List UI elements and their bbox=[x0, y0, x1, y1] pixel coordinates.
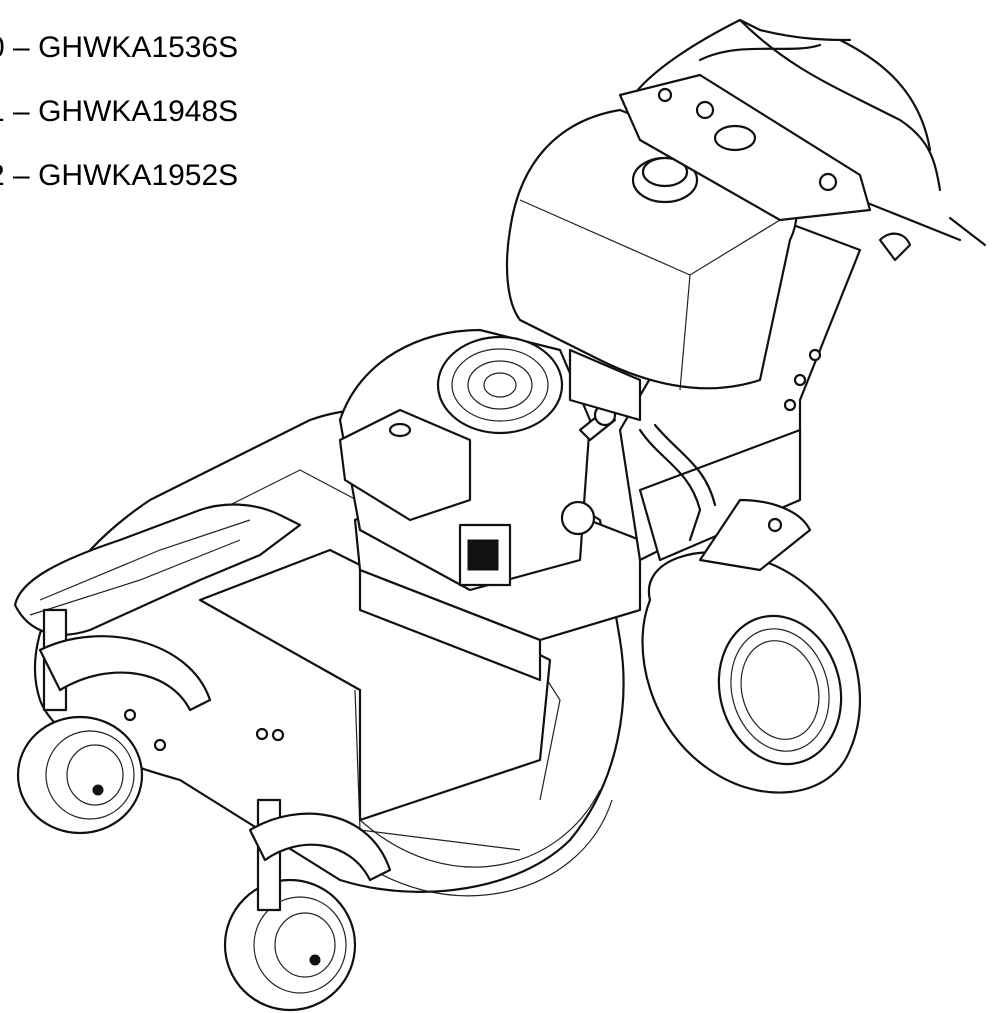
rear-frame bbox=[618, 218, 862, 572]
engine bbox=[338, 328, 617, 592]
model-index: 2 bbox=[0, 159, 5, 192]
model-code: GHWKA1536S bbox=[38, 31, 239, 64]
model-line-1: 1 – GHWKA1948S bbox=[0, 94, 250, 158]
model-separator: – bbox=[13, 159, 30, 192]
rear-drive-wheel bbox=[641, 551, 862, 794]
right-caster-wheel bbox=[223, 798, 392, 1012]
model-separator: – bbox=[13, 95, 30, 128]
left-caster-wheel bbox=[16, 608, 212, 835]
model-line-0: 0 – GHWKA1536S bbox=[0, 30, 250, 94]
handlebar bbox=[618, 18, 987, 262]
model-index: 0 bbox=[0, 31, 5, 64]
model-list: 0 – GHWKA1536S 1 – GHWKA1948S 2 – GHWKA1… bbox=[0, 30, 250, 222]
model-index: 1 bbox=[0, 95, 5, 128]
model-code: GHWKA1952S bbox=[38, 159, 239, 192]
hydraulic-hoses bbox=[568, 348, 717, 542]
model-separator: – bbox=[13, 31, 30, 64]
model-code: GHWKA1948S bbox=[38, 95, 239, 128]
model-line-2: 2 – GHWKA1952S bbox=[0, 158, 250, 222]
